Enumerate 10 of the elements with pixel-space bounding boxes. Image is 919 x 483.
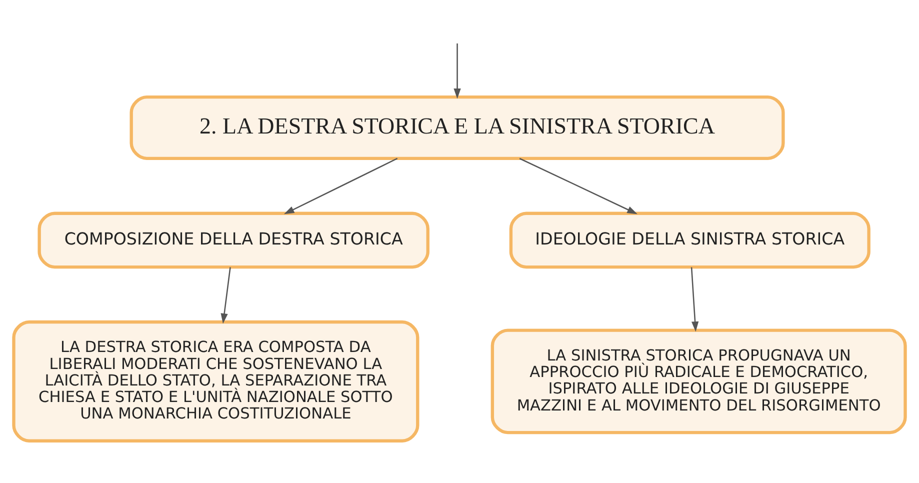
arrow — [519, 158, 638, 214]
node-box: IDEOLOGIE DELLA SINISTRA STORICA — [509, 212, 870, 269]
node-box: COMPOSIZIONE DELLA DESTRA STORICA — [38, 212, 430, 269]
arrow — [284, 158, 398, 214]
arrow — [690, 267, 699, 332]
node-box: LA DESTRA STORICA ERA COMPOSTA DA LIBERALI MODERATI CHE SOSTENEVANO LA LAICITÀ DELLO STATO, LA SEPARAZIONE TRA CHIESA E STATO E L'UNITÀ NAZIONALE SOTTO UNA MONARCHIA COSTITUZIONALE — [12, 320, 420, 442]
node-box: LA SINISTRA STORICA PROPUGNAVA UN APPROCCIO PIÙ RADICALE E DEMOCRATICO, ISPIRATO ALLE IDEOLOGIE DI GIUSEPPE MAZZINI E AL MOVIMENTO DEL RISORGIMENTO — [490, 328, 907, 434]
node-box: 2. LA DESTRA STORICA E LA SINISTRA STORICA — [130, 95, 785, 160]
arrow — [454, 43, 461, 99]
arrow — [220, 267, 231, 324]
